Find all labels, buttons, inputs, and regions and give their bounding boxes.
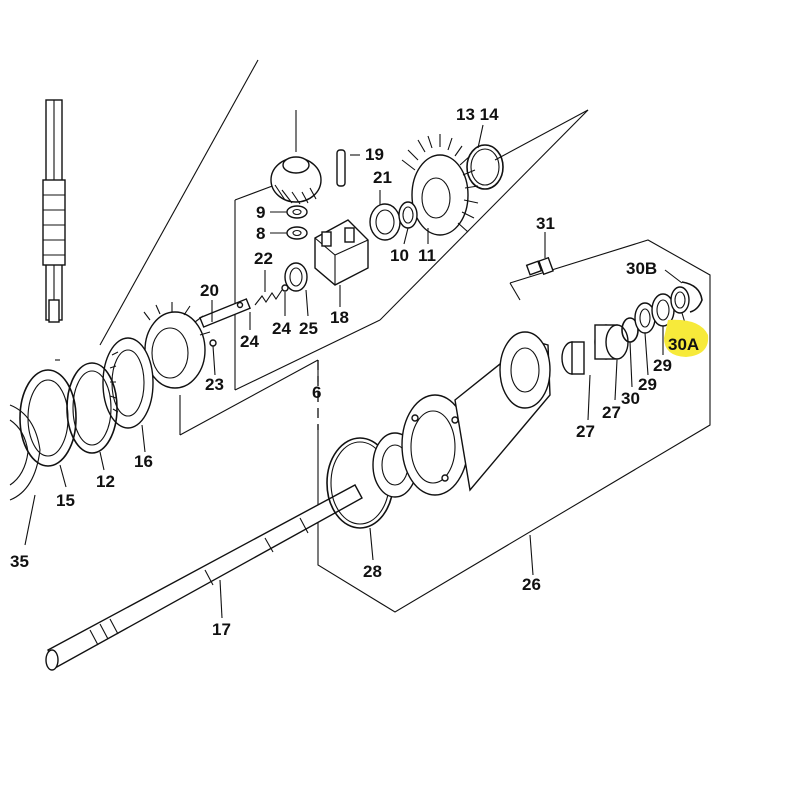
label-24-b: 24	[240, 332, 259, 351]
bolt-31	[525, 256, 554, 276]
label-28: 28	[363, 562, 382, 581]
label-8: 8	[256, 224, 265, 243]
label-13-14: 13 14	[456, 105, 499, 124]
label-6: 6	[312, 383, 321, 402]
label-30A: 30A	[668, 335, 699, 354]
bearing-21	[369, 201, 418, 241]
pinion-gear	[270, 110, 322, 205]
label-20: 20	[200, 281, 219, 300]
washers-8-9	[286, 205, 308, 240]
circlip-30B-ring-30A	[670, 281, 703, 314]
label-29-a: 29	[653, 356, 672, 375]
label-21: 21	[373, 168, 392, 187]
label-18: 18	[330, 308, 349, 327]
seal-rings-29-30	[621, 293, 675, 343]
clutch-dog-18	[314, 219, 369, 286]
label-31: 31	[536, 214, 555, 233]
reverse-gear	[143, 302, 217, 389]
label-22: 22	[254, 249, 273, 268]
label-24-a: 24	[272, 319, 291, 338]
label-17: 17	[212, 620, 231, 639]
label-29-b: 29	[638, 375, 657, 394]
label-35: 35	[10, 552, 29, 571]
label-26: 26	[522, 575, 541, 594]
label-23: 23	[205, 375, 224, 394]
assembly-guide-lines	[55, 59, 589, 436]
vertical-drive-shaft	[42, 99, 66, 323]
leader-lines	[24, 124, 689, 619]
label-15: 15	[56, 491, 75, 510]
thrust-bearing-16	[102, 337, 154, 429]
needle-bearings-27	[561, 324, 629, 375]
label-12: 12	[96, 472, 115, 491]
label-16: 16	[134, 452, 153, 471]
ring-25	[284, 262, 308, 292]
label-27-a: 27	[602, 403, 621, 422]
label-30: 30	[621, 389, 640, 408]
shim-ring-13-14	[466, 144, 504, 190]
housing-assembly-box	[317, 239, 711, 613]
pin-19	[336, 149, 346, 187]
label-19: 19	[365, 145, 384, 164]
gearcase-housing-26	[401, 331, 551, 496]
left-edge-bearing	[9, 404, 41, 501]
label-9: 9	[256, 203, 265, 222]
label-27-b: 27	[576, 422, 595, 441]
bevel-gear	[401, 134, 479, 236]
label-30B: 30B	[626, 259, 657, 278]
highlight-30A	[664, 319, 709, 357]
label-11: 11	[418, 246, 436, 265]
part-labels: 13 14 19 21 9 8 22 20 24 25 24 18 10 11 …	[10, 105, 699, 639]
label-10: 10	[390, 246, 409, 265]
propeller-shaft-17	[45, 484, 363, 671]
label-25: 25	[299, 319, 318, 338]
